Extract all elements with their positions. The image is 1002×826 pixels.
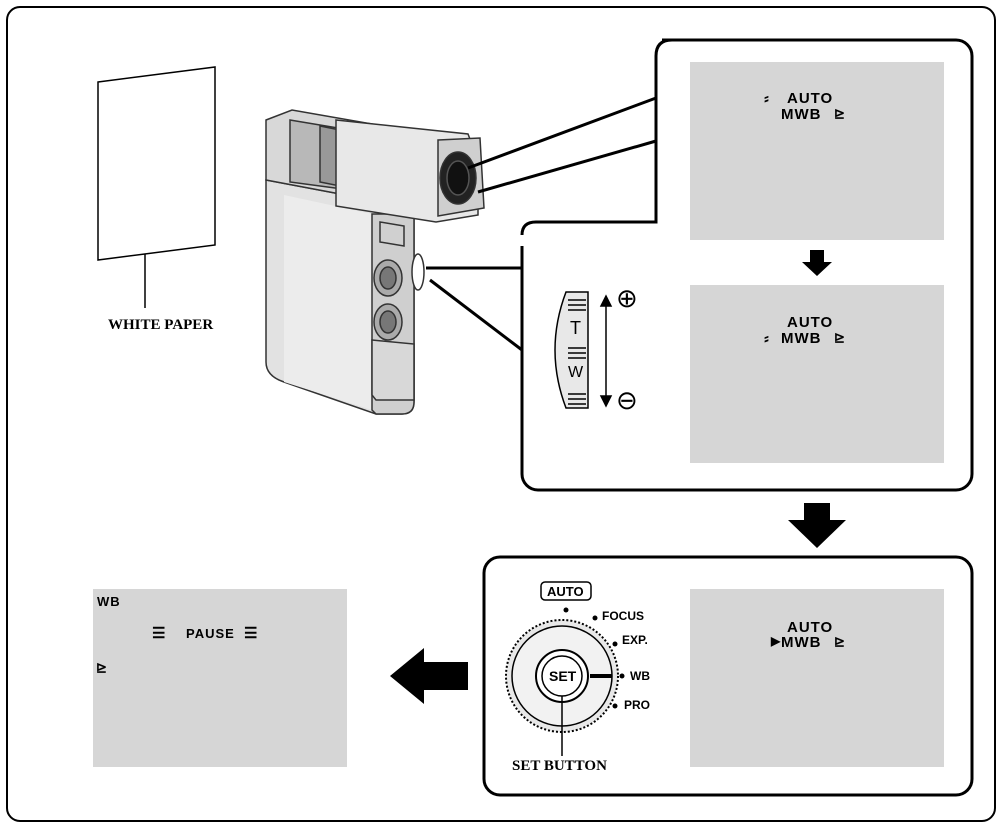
arrow-down-large <box>788 503 846 548</box>
screen1-line2: MWB <box>781 106 822 123</box>
lcd-screen-auto-selected <box>690 62 944 240</box>
screen3-line1: AUTO <box>787 619 834 636</box>
zoom-arrow <box>599 294 613 408</box>
dial-exp-label: EXP. <box>622 633 648 647</box>
set-button[interactable]: SET <box>549 668 577 684</box>
dial-focus-label: FOCUS <box>602 609 644 623</box>
screen1-line1: AUTO <box>787 90 834 107</box>
arrow-left-large <box>390 648 468 704</box>
screen2-cursor: ⸗ <box>764 330 770 347</box>
screen1-cursor: ⸗ <box>764 90 770 107</box>
memory-wb-icon: ⊵ <box>834 106 846 121</box>
camcorder <box>265 109 485 415</box>
plus-icon: ⊕ <box>616 284 638 313</box>
memory-wb-icon: ⊵ <box>96 660 108 675</box>
set-button-label: SET BUTTON <box>512 758 607 774</box>
screen2-line2: MWB <box>781 330 822 347</box>
dial-pro-label: PRO <box>624 698 651 712</box>
lcd-screen-mwb-selected <box>690 285 944 463</box>
memory-wb-icon: ⊵ <box>834 330 846 345</box>
zoom-lever <box>554 291 589 409</box>
mode-dial <box>505 581 625 756</box>
lcd-callout-box <box>520 38 974 492</box>
zoom-wide-label: W <box>568 364 584 381</box>
lcd-screen-pause <box>93 589 347 767</box>
zoom-tele-label: T <box>570 318 581 338</box>
dial-wb-label: WB <box>630 669 650 683</box>
white-paper-label: WHITE PAPER <box>108 317 214 333</box>
memory-wb-icon: ⊵ <box>834 634 846 649</box>
screen3-cursor: ▶ <box>771 634 782 648</box>
dial-callout-box <box>482 555 974 797</box>
screen4-pause: PAUSE <box>186 626 235 641</box>
screen2-line1: AUTO <box>787 314 834 331</box>
minus-icon: ⊖ <box>616 386 638 415</box>
screen4-pause-right-bars: ☰ <box>244 625 259 642</box>
screen3-line2: MWB <box>781 634 822 651</box>
dial-auto-label: AUTO <box>547 584 584 599</box>
white-paper-sheet <box>97 66 216 261</box>
arrow-down-small <box>802 250 832 276</box>
lcd-screen-mwb-set <box>690 589 944 767</box>
screen4-wb-label: WB <box>97 594 121 609</box>
screen4-pause-left-bars: ☰ <box>152 625 167 642</box>
